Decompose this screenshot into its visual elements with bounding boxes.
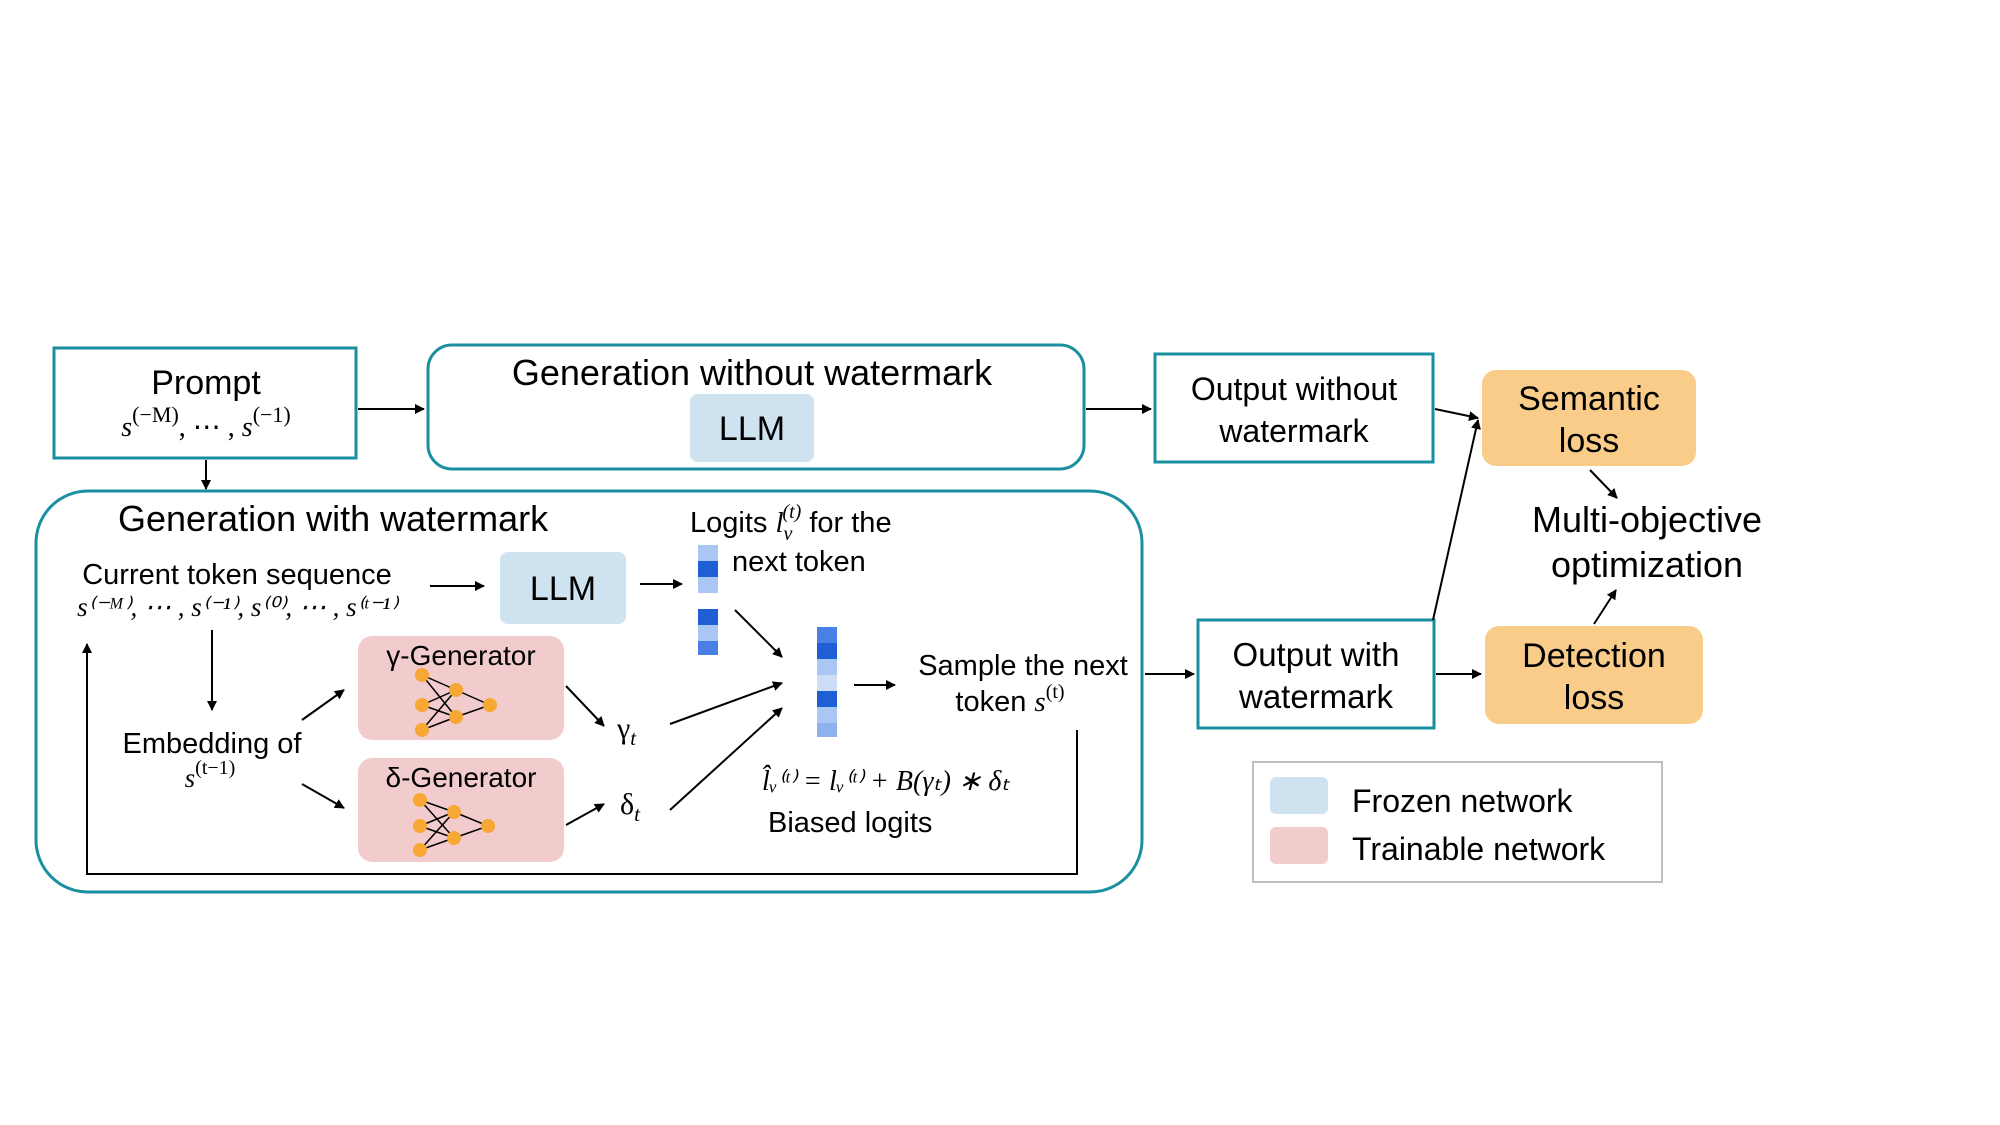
multi-objective-line2: optimization [1551, 544, 1743, 585]
gamma-t-sym: γ [616, 712, 630, 745]
biased-logit-cell [817, 691, 837, 707]
embedding-line2: s(t−1) [185, 757, 236, 793]
arrow-output-without-to-semantic [1434, 408, 1479, 422]
delta-t-sym: δ [620, 788, 634, 821]
gamma-network-icon [415, 668, 497, 737]
logit-cell [698, 609, 718, 625]
logits-sup: (t) [782, 501, 801, 523]
semantic-loss-line2: loss [1559, 422, 1619, 460]
logit-cell [698, 545, 718, 561]
sample-sup: (t) [1046, 681, 1065, 703]
biased-logit-cell [817, 659, 837, 675]
llm-frozen-inner [500, 552, 626, 624]
output-without-box [1153, 352, 1435, 464]
delta-generator-box [358, 758, 564, 862]
logits-line2: next token [732, 546, 866, 578]
logits-text-b: for the [801, 507, 891, 539]
embedding-line1: Embedding of [123, 728, 303, 760]
biased-logit-cell [817, 675, 837, 691]
arrow-semantic-to-optimization [1589, 469, 1618, 499]
arrow-embedding-to-gamma [301, 689, 345, 721]
logit-cell [698, 561, 718, 577]
gamma-generator-label: γ-Generator [386, 640, 535, 671]
llm-top-label: LLM [719, 410, 785, 448]
semantic-loss-line1: Semantic [1518, 380, 1660, 418]
biased-logits-vector [817, 627, 837, 737]
output-with-line1: Output with [1233, 636, 1400, 673]
gamma-t-sub: t [630, 726, 637, 750]
prompt-s2-sup: (−1) [253, 402, 291, 427]
feedback-loop-arrow [82, 643, 1078, 875]
delta-generator-label: δ-Generator [386, 762, 537, 793]
sample-token-text: token [955, 686, 1034, 718]
logit-cell [698, 641, 718, 655]
output-without-line1: Output without [1191, 371, 1397, 407]
prompt-s1: s [121, 412, 132, 443]
output-without-line2: watermark [1218, 413, 1369, 449]
legend-frozen-swatch [1270, 777, 1328, 814]
biased-logit-cell [817, 643, 837, 659]
semantic-loss-box [1482, 370, 1696, 466]
legend-trainable-swatch [1270, 827, 1328, 864]
gen-with-title: Generation with watermark [118, 498, 549, 539]
prompt-box [52, 346, 358, 460]
gen-without-title: Generation without watermark [512, 352, 993, 393]
sample-sym: s [1034, 686, 1045, 718]
delta-t-sub: t [634, 802, 641, 826]
llm-inner-label: LLM [530, 570, 596, 608]
arrow-logits-to-biased [734, 609, 783, 658]
prompt-sep: , ⋯ , [179, 412, 242, 443]
detection-loss-box [1485, 626, 1703, 724]
logits-line1: Logits lv(t) for the [690, 501, 892, 545]
logits-vector [698, 545, 718, 655]
arrow-gamma-to-gammat [565, 685, 605, 727]
logit-cell [698, 577, 718, 593]
sample-line2: token s(t) [955, 681, 1064, 718]
delta-network-icon [413, 793, 495, 857]
prompt-title: Prompt [151, 364, 261, 402]
detection-loss-line2: loss [1564, 679, 1624, 717]
logit-cell [698, 593, 718, 609]
prompt-formula: s(−M), ⋯ , s(−1) [121, 402, 291, 443]
output-with-box [1196, 618, 1436, 730]
gamma-t: γt [616, 712, 637, 750]
embedding-sym: s [185, 763, 196, 793]
logits-sym: l [775, 507, 783, 539]
sample-line1: Sample the next [918, 650, 1128, 682]
embedding-sup: (t−1) [195, 757, 235, 779]
multi-objective-line1: Multi-objective [1532, 499, 1762, 540]
prompt-s2: s [242, 412, 253, 443]
biased-label: Biased logits [768, 807, 932, 839]
biased-logit-cell [817, 627, 837, 643]
arrow-delta-to-deltat [565, 803, 605, 826]
output-with-line2: watermark [1238, 678, 1394, 715]
arrow-gammat-to-biased [669, 681, 783, 725]
llm-frozen-top [690, 394, 814, 462]
logits-text-a: Logits [690, 507, 775, 539]
biased-logit-cell [817, 723, 837, 737]
biased-formula: l̂ᵥ⁽ᵗ⁾ = lᵥ⁽ᵗ⁾ + B(γₜ) ∗ δₜ [762, 765, 1010, 797]
legend-trainable-label: Trainable network [1352, 831, 1606, 867]
gen-with-box [34, 489, 1144, 894]
logits-sub: v [784, 523, 793, 545]
arrow-embedding-to-delta [301, 783, 345, 809]
arrow-deltat-to-biased [669, 707, 783, 811]
prompt-s1-sup: (−M) [132, 402, 179, 427]
arrow-detection-to-optimization [1593, 589, 1617, 625]
current-seq-label: Current token sequence [82, 559, 392, 591]
detection-loss-line1: Detection [1522, 637, 1666, 675]
delta-t: δt [620, 788, 641, 826]
biased-logit-cell [817, 707, 837, 723]
arrow-output-with-to-semantic [1432, 419, 1481, 621]
legend-frozen-label: Frozen network [1352, 783, 1574, 819]
logit-cell [698, 625, 718, 641]
current-seq-formula: s⁽⁻ᴹ⁾, ⋯ , s⁽⁻¹⁾, s⁽⁰⁾, ⋯ , s⁽ᵗ⁻¹⁾ [77, 592, 399, 622]
